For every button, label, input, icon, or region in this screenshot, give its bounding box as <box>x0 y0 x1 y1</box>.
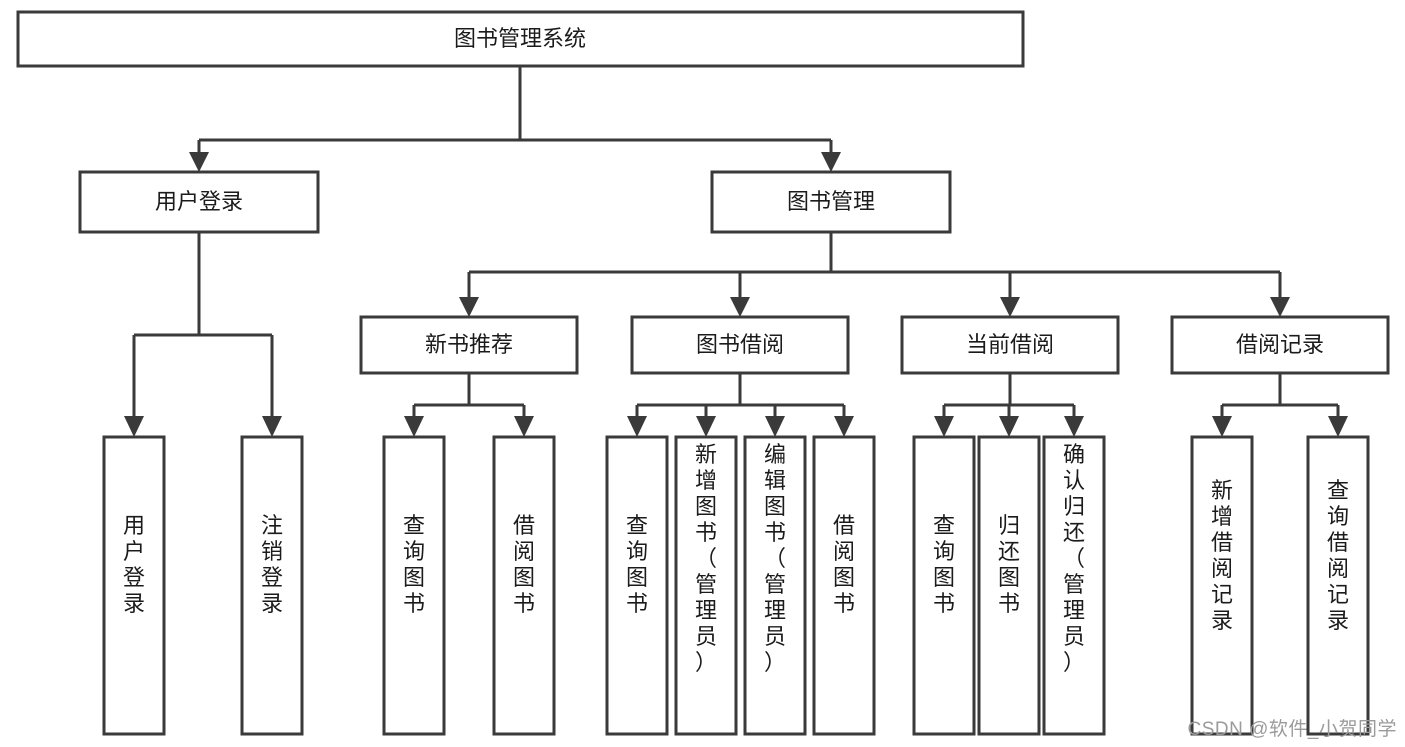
node-leaf-add-record-label: 新增借阅记录 <box>1211 478 1233 633</box>
arrow-leaf-query-book-3 <box>934 416 954 437</box>
node-leaf-borrow-book-1[interactable]: 借阅图书 <box>492 435 556 736</box>
node-leaf-borrow-book-2[interactable]: 借阅图书 <box>812 435 876 736</box>
arrow-leaf-add-book <box>696 416 716 437</box>
node-root[interactable]: 图书管理系统 <box>16 10 1025 68</box>
node-leaf-confirm-return[interactable]: 确认归还（管理员） <box>1042 435 1106 736</box>
arrow-current-borrow <box>1000 297 1020 317</box>
node-user-login-box[interactable] <box>78 170 320 234</box>
node-book-manage-label: 图书管理 <box>787 189 875 214</box>
arrow-leaf-user-login <box>124 416 144 437</box>
node-root-label: 图书管理系统 <box>454 26 586 51</box>
node-leaf-query-book-3-label: 查询图书 <box>933 513 955 616</box>
node-leaf-query-record-box[interactable] <box>1306 435 1370 736</box>
node-leaf-return-book-box[interactable] <box>977 435 1041 736</box>
node-leaf-add-record-box[interactable] <box>1190 435 1254 736</box>
node-leaf-query-book-3[interactable]: 查询图书 <box>912 435 976 736</box>
arrow-borrow-record <box>1270 297 1290 317</box>
node-current-borrow-box[interactable] <box>900 315 1120 375</box>
arrow-leaf-query-book-2 <box>627 416 647 437</box>
node-leaf-query-record[interactable]: 查询借阅记录 <box>1306 435 1370 736</box>
arrow-leaf-borrow-book-2 <box>834 416 854 437</box>
node-leaf-return-book[interactable]: 归还图书 <box>977 435 1041 736</box>
node-leaf-add-record[interactable]: 新增借阅记录 <box>1190 435 1254 736</box>
node-new-book-rec-box[interactable] <box>359 315 579 375</box>
node-leaf-query-book-2-box[interactable] <box>605 435 669 736</box>
node-book-borrow[interactable]: 图书借阅 <box>630 315 850 375</box>
arrow-leaf-query-record <box>1328 416 1348 437</box>
node-leaf-user-login-label: 用户登录 <box>123 513 145 616</box>
arrow-leaf-query-book-1 <box>404 416 424 437</box>
node-leaf-confirm-return-label: 确认归还（管理员） <box>1063 442 1085 675</box>
arrow-leaf-logout <box>262 416 282 437</box>
arrow-new-book-rec <box>459 297 479 317</box>
node-leaf-query-book-1[interactable]: 查询图书 <box>382 435 446 736</box>
node-new-book-rec-label: 新书推荐 <box>425 332 513 357</box>
node-leaf-logout-box[interactable] <box>240 435 304 736</box>
node-current-borrow[interactable]: 当前借阅 <box>900 315 1120 375</box>
node-user-login-label: 用户登录 <box>155 189 243 214</box>
arrow-leaf-confirm-return <box>1064 416 1084 437</box>
node-leaf-query-book-1-label: 查询图书 <box>403 513 425 616</box>
node-current-borrow-label: 当前借阅 <box>966 332 1054 357</box>
node-book-borrow-box[interactable] <box>630 315 850 375</box>
node-leaf-borrow-book-1-box[interactable] <box>492 435 556 736</box>
node-leaf-borrow-book-1-label: 借阅图书 <box>513 513 535 616</box>
node-borrow-record-box[interactable] <box>1170 315 1390 375</box>
node-leaf-query-book-3-box[interactable] <box>912 435 976 736</box>
arrow-leaf-return-book <box>999 416 1019 437</box>
node-leaf-query-book-2-label: 查询图书 <box>626 513 648 616</box>
node-leaf-user-login[interactable]: 用户登录 <box>102 435 166 736</box>
node-leaf-query-record-label: 查询借阅记录 <box>1327 478 1349 633</box>
connector-layer <box>124 66 1348 437</box>
node-borrow-record-label: 借阅记录 <box>1236 332 1324 357</box>
node-leaf-add-book[interactable]: 新增图书（管理员） <box>674 435 738 736</box>
node-leaf-edit-book[interactable]: 编辑图书（管理员） <box>743 435 807 736</box>
node-user-login[interactable]: 用户登录 <box>78 170 320 234</box>
node-leaf-edit-book-label: 编辑图书（管理员） <box>764 442 786 675</box>
node-leaf-return-book-label: 归还图书 <box>998 513 1020 616</box>
node-leaf-confirm-return-box[interactable] <box>1042 435 1106 736</box>
node-leaf-borrow-book-2-box[interactable] <box>812 435 876 736</box>
arrow-book-borrow <box>730 297 750 317</box>
arrow-leaf-borrow-book-1 <box>514 416 534 437</box>
node-root-box[interactable] <box>16 10 1025 68</box>
node-leaf-add-book-label: 新增图书（管理员） <box>695 442 717 675</box>
node-book-manage[interactable]: 图书管理 <box>710 170 952 234</box>
arrow-leaf-edit-book <box>765 416 785 437</box>
node-leaf-edit-book-box[interactable] <box>743 435 807 736</box>
arrow-leaf-add-record <box>1212 416 1232 437</box>
node-leaf-query-book-2[interactable]: 查询图书 <box>605 435 669 736</box>
arrow-user-login <box>189 152 209 172</box>
node-leaf-borrow-book-2-label: 借阅图书 <box>833 513 855 616</box>
node-leaf-add-book-box[interactable] <box>674 435 738 736</box>
arrow-book-manage <box>821 152 841 172</box>
node-book-borrow-label: 图书借阅 <box>696 332 784 357</box>
node-book-manage-box[interactable] <box>710 170 952 234</box>
node-leaf-user-login-box[interactable] <box>102 435 166 736</box>
node-leaf-logout-label: 注销登录 <box>261 513 283 616</box>
node-new-book-rec[interactable]: 新书推荐 <box>359 315 579 375</box>
node-borrow-record[interactable]: 借阅记录 <box>1170 315 1390 375</box>
node-leaf-logout[interactable]: 注销登录 <box>240 435 304 736</box>
node-leaf-query-book-1-box[interactable] <box>382 435 446 736</box>
